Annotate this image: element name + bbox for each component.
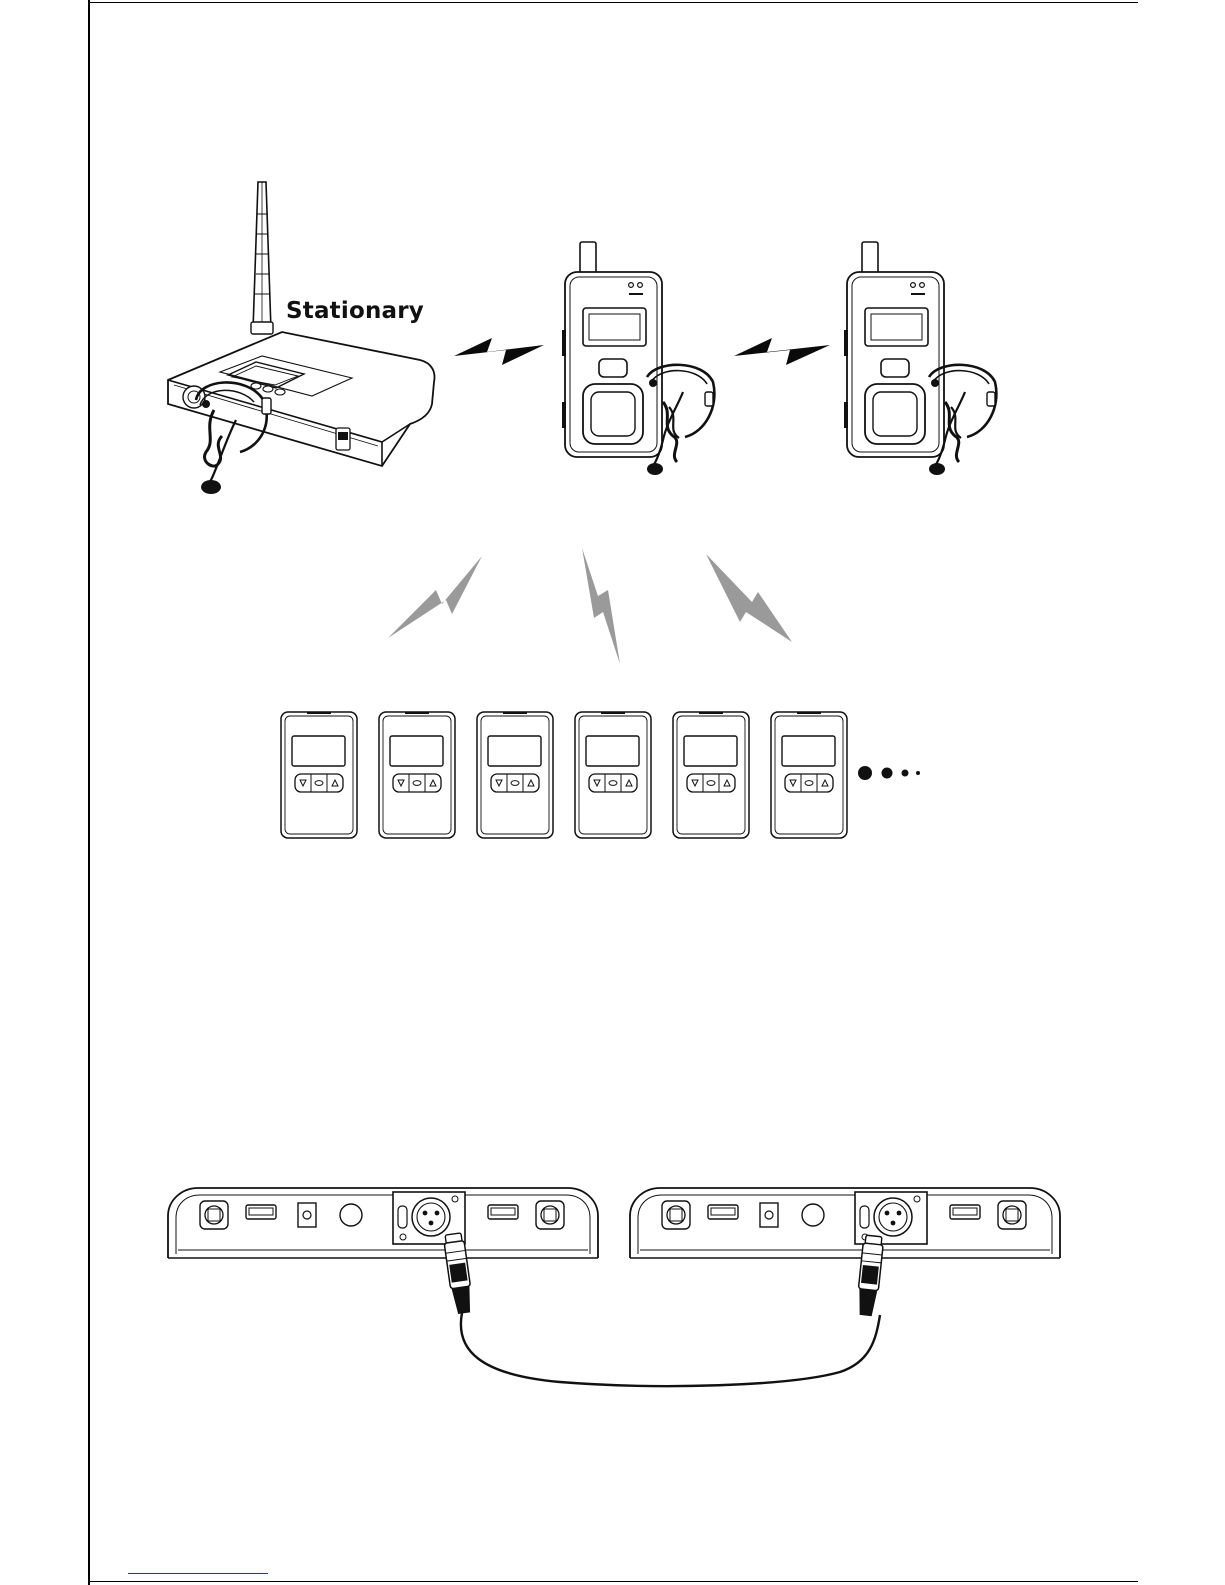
receiver-6 [771,712,847,838]
receiver-2 [379,712,455,838]
receiver-1 [281,712,357,838]
broadcast-bolt-right [706,554,792,642]
receiver-5 [673,712,749,838]
stationary-label: Stationary [286,298,424,324]
portable-transmitter-2 [844,242,996,475]
wireless-link-bolt-2 [734,338,830,365]
wireless-link-bolt-1 [454,338,544,365]
xlr-cable [461,1313,880,1386]
portable-transmitter-1 [562,242,714,475]
stationary-base-station [168,182,434,494]
broadcast-bolt-center [582,548,620,664]
receiver-3 [477,712,553,838]
broadcast-bolt-left [388,556,482,638]
base-station-back-panel-2 [630,1188,1060,1258]
more-receivers-indicator [858,766,920,780]
base-station-back-panel-1 [168,1188,598,1258]
receiver-4 [575,712,651,838]
